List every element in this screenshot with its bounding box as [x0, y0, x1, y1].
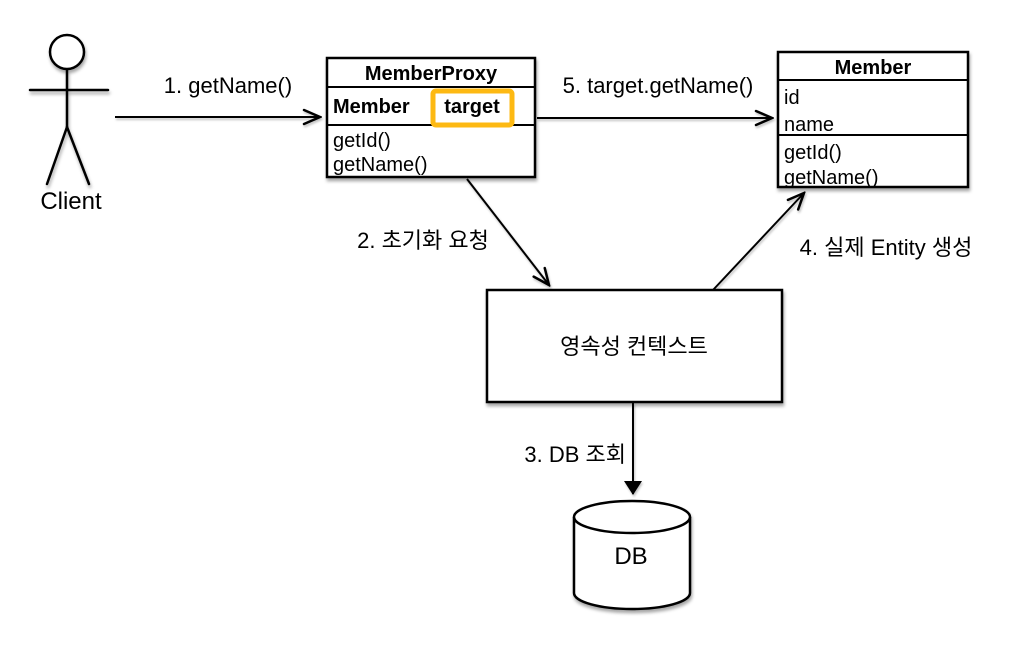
actor-right-leg — [65, 125, 91, 186]
actor-icon — [28, 33, 110, 186]
persistence-context-label: 영속성 컨텍스트 — [560, 334, 708, 359]
arrow-step1-label: 1. getName() — [164, 73, 292, 98]
database-icon — [572, 499, 692, 611]
database-cylinder-top — [572, 499, 692, 535]
proxy-method-getname: getName() — [333, 154, 427, 176]
arrow-step4-label: 4. 실제 Entity 생성 — [800, 235, 973, 260]
proxy-field-type: Member — [333, 96, 410, 118]
arrow-step3-label: 3. DB 조회 — [524, 442, 626, 467]
member-class-box — [776, 50, 970, 189]
proxy-method-getid: getId() — [333, 130, 391, 152]
database-label: DB — [614, 543, 647, 570]
target-highlight-box — [430, 88, 515, 128]
persistence-context-outline — [485, 288, 784, 404]
arrow-step4-line — [712, 193, 804, 291]
member-field-name: name — [784, 114, 834, 136]
member-class-outline — [776, 50, 970, 189]
actor-left-leg — [45, 125, 69, 186]
proxy-class-title: MemberProxy — [365, 63, 498, 85]
member-method-getid: getId() — [784, 142, 842, 164]
member-class-title: Member — [835, 57, 912, 79]
persistence-context-box — [485, 288, 784, 404]
member-method-getname: getName() — [784, 167, 878, 189]
actor-head — [48, 33, 86, 71]
member-field-id: id — [784, 87, 800, 109]
arrow-step5-label: 5. target.getName() — [563, 73, 754, 98]
arrow-step2-label: 2. 초기화 요청 — [357, 228, 489, 253]
proxy-field-name: target — [444, 96, 500, 118]
arrow-step2-line — [466, 178, 549, 285]
actor-label: Client — [40, 188, 102, 215]
database-cylinder-body — [572, 517, 692, 611]
